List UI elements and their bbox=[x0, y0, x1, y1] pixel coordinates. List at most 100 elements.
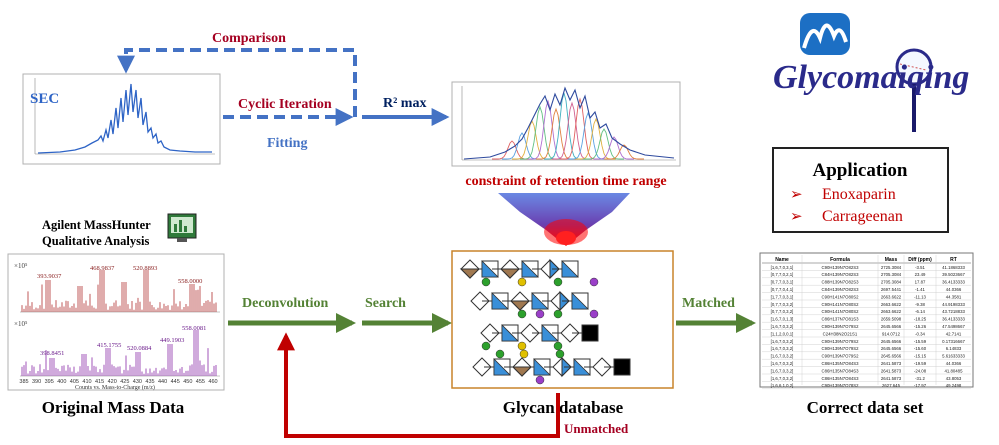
table-cell: 2645.6566 bbox=[881, 339, 902, 344]
table-cell: 39.5023667 bbox=[942, 272, 965, 277]
glycan-diamond bbox=[472, 357, 492, 377]
table-cell: -17.97 bbox=[914, 383, 927, 388]
table-cell: C90H139N7O78S2 bbox=[821, 383, 859, 388]
table-cell: 49.2498 bbox=[946, 383, 962, 388]
table-cell: -11.13 bbox=[914, 294, 926, 299]
top-peak-label: 558.0000 bbox=[178, 278, 202, 285]
matched-label: Matched bbox=[682, 296, 735, 311]
table-cell: -3.51 bbox=[915, 265, 925, 270]
bottom-peak-label: 449.1903 bbox=[160, 337, 184, 344]
table-cell: [1,6,7,0,3,1] bbox=[771, 265, 794, 270]
table-cell: [1,6,7,0,1,3] bbox=[771, 317, 794, 322]
application-item: Enoxaparin bbox=[822, 186, 896, 203]
table-cell: 23.49 bbox=[915, 272, 926, 277]
table-cell: C90H139N7O79S2 bbox=[821, 346, 859, 351]
table-cell: C24H38N2O21S1 bbox=[823, 331, 858, 336]
glycan-square-half bbox=[531, 292, 549, 310]
glycan-diamond-half bbox=[509, 300, 531, 311]
glycan-square-half bbox=[573, 358, 591, 376]
deconvolution-label: Deconvolution bbox=[242, 296, 329, 311]
glycan-diamond bbox=[480, 323, 500, 343]
unmatched-arrow bbox=[277, 332, 560, 438]
table-cell: [0,7,7,0,4,1] bbox=[771, 287, 794, 292]
glycan-square-half bbox=[533, 358, 551, 376]
top-exponent: ×10⁵ bbox=[14, 262, 28, 270]
cyclic-iteration-label: Cyclic Iteration bbox=[238, 97, 332, 112]
glycan-dot bbox=[495, 349, 505, 359]
table-header-cell: Name bbox=[775, 257, 789, 263]
table-cell: 0.17316667 bbox=[942, 339, 965, 344]
table-header-cell: Diff (ppm) bbox=[908, 257, 932, 263]
glycan-diamond-half bbox=[511, 366, 533, 377]
glycan-dot bbox=[517, 309, 527, 319]
table-header-cell: RT bbox=[950, 257, 957, 263]
spectrum-tick-label: 415 bbox=[95, 379, 104, 385]
glycan-square bbox=[581, 324, 599, 342]
glycan-database-label: Glycan database bbox=[503, 398, 624, 417]
table-cell: 44.0366 bbox=[946, 361, 962, 366]
table-cell: C86H137N7O81S3 bbox=[821, 317, 859, 322]
glycan-dot bbox=[535, 309, 545, 319]
table-cell: -15.59 bbox=[914, 339, 927, 344]
glycan-diamond bbox=[592, 357, 612, 377]
spectrum-tick-label: 425 bbox=[120, 379, 129, 385]
table-cell: 44.3581 bbox=[946, 294, 962, 299]
application-item: Carrageenan bbox=[822, 208, 903, 225]
table-cell: -9.38 bbox=[915, 302, 925, 307]
table-header-cell: Mass bbox=[885, 257, 898, 263]
logo-text: Glycomaiqing bbox=[773, 59, 969, 96]
table-header-cell: Formula bbox=[830, 257, 850, 263]
fit-peak-curve bbox=[584, 128, 624, 160]
spectrum-tick-label: 400 bbox=[57, 379, 66, 385]
glycan-database-box bbox=[451, 250, 674, 389]
spectrum-tick-label: 405 bbox=[70, 379, 79, 385]
masshunter-icon bbox=[167, 213, 197, 242]
table-cell: 43.8053 bbox=[946, 376, 962, 381]
table-cell: C90H139N7O79S2 bbox=[821, 354, 859, 359]
glycan-square-half bbox=[541, 324, 559, 342]
table-cell: -18.25 bbox=[914, 317, 927, 322]
original-mass-data-label: Original Mass Data bbox=[42, 398, 185, 417]
table-cell: 17.87 bbox=[915, 280, 926, 285]
unmatched-label: Unmatched bbox=[564, 421, 629, 436]
spectrum-top-trace bbox=[21, 270, 217, 312]
top-peak-label: 468.9837 bbox=[90, 265, 115, 272]
table-cell: 47.5498667 bbox=[942, 324, 965, 329]
glycan-diamond bbox=[470, 291, 490, 311]
spectrum-bottom-trace bbox=[21, 330, 217, 376]
table-cell: -31.2 bbox=[915, 376, 925, 381]
glycan-square-half bbox=[493, 358, 511, 376]
spectrum-tick-label: 450 bbox=[183, 379, 192, 385]
table-cell: -15.15 bbox=[914, 354, 927, 359]
table-cell: C86H135N7O84S3 bbox=[821, 361, 859, 366]
table-cell: 2663.6622 bbox=[881, 302, 902, 307]
spectrum-tick-label: 440 bbox=[158, 379, 167, 385]
table-cell: [1,6,7,0,3,2] bbox=[771, 368, 794, 373]
table-cell: -15.26 bbox=[914, 324, 927, 329]
spectrum-tick-label: 390 bbox=[32, 379, 41, 385]
table-cell: [1,6,7,0,3,2] bbox=[771, 339, 794, 344]
table-cell: 2641.5873 bbox=[881, 361, 902, 366]
table-cell: 44.9198333 bbox=[942, 302, 965, 307]
table-cell: C90H141N7O80S2 bbox=[821, 309, 859, 314]
table-cell: -1.41 bbox=[915, 287, 925, 292]
spectrum-tick-label: 445 bbox=[171, 379, 180, 385]
table-cell: 43.7218833 bbox=[942, 309, 965, 314]
table-cell: C84H139N7O82S3 bbox=[821, 287, 859, 292]
mass-spectrum-panel: ×10⁵ ×10⁵ 393.9037 468.9837 520.8893 558… bbox=[7, 253, 225, 391]
glycan-dot bbox=[555, 349, 565, 359]
glycan-square-half bbox=[501, 324, 519, 342]
top-peak-label: 520.8893 bbox=[133, 265, 157, 272]
table-cell: 5.61633333 bbox=[942, 354, 965, 359]
table-cell: [1,6,6,1,0,2] bbox=[771, 383, 794, 388]
table-cell: 2663.6622 bbox=[881, 309, 902, 314]
table-cell: 2645.6566 bbox=[881, 354, 902, 359]
table-cell: C86H135N7O84S3 bbox=[821, 376, 859, 381]
table-cell: [1,6,7,0,3,2] bbox=[771, 376, 794, 381]
glycan-diamond-half bbox=[459, 268, 481, 279]
table-cell: 2725.3084 bbox=[881, 265, 902, 270]
table-cell: C84H139N7O82S3 bbox=[821, 272, 859, 277]
table-cell: C90H141N7O80S2 bbox=[821, 302, 859, 307]
top-peak-label: 393.9037 bbox=[37, 273, 62, 280]
